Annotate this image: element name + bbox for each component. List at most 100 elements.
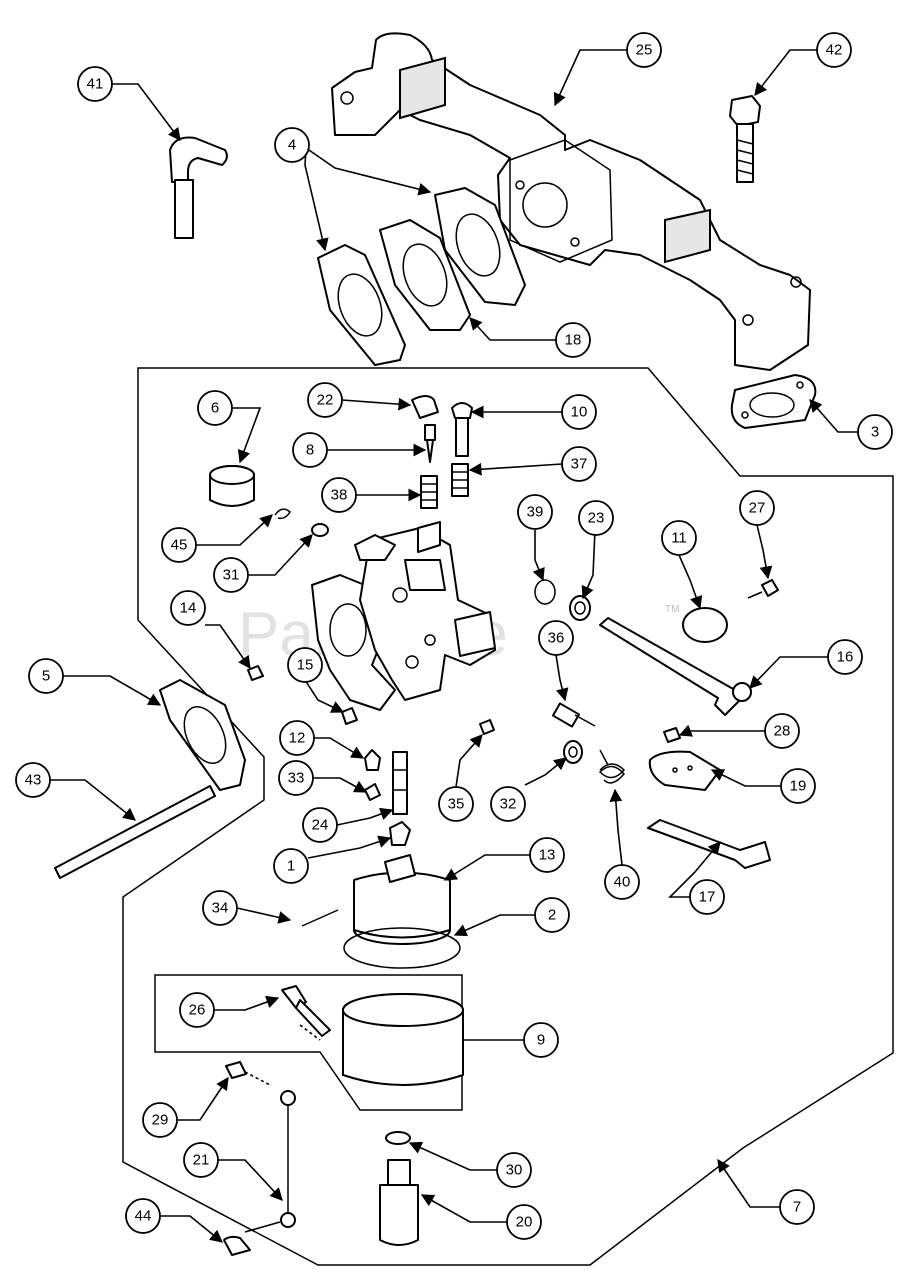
callout-31[interactable]: 31 [213,557,249,593]
filter-element [342,993,464,1086]
callout-17[interactable]: 17 [689,879,725,915]
callout-10[interactable]: 10 [561,394,597,430]
hex-bolt [729,95,761,183]
callout-41[interactable]: 41 [77,66,113,102]
callout-label: 14 [180,600,197,617]
callout-24[interactable]: 24 [302,807,338,843]
callout-39[interactable]: 39 [517,494,553,530]
air-filter-box [154,974,463,1111]
choke-shaft [599,617,752,716]
callout-label: 40 [614,874,631,891]
callout-25[interactable]: 25 [626,32,662,68]
callout-37[interactable]: 37 [561,446,597,482]
idle-screw [424,424,436,463]
callout-44[interactable]: 44 [125,1198,161,1234]
callout-label: 39 [527,504,544,521]
callout-38[interactable]: 38 [321,477,357,513]
washer-31 [311,523,329,537]
callout-28[interactable]: 28 [764,713,800,749]
callout-label: 21 [193,1152,210,1169]
callout-42[interactable]: 42 [816,32,852,68]
callout-label: 37 [571,456,588,473]
callout-16[interactable]: 16 [827,639,863,675]
callout-45[interactable]: 45 [161,527,197,563]
callout-22[interactable]: 22 [307,382,343,418]
callout-15[interactable]: 15 [287,647,323,683]
callout-27[interactable]: 27 [739,490,775,526]
callout-7[interactable]: 7 [779,1189,815,1225]
callout-label: 25 [636,42,653,59]
part-12 [364,749,381,771]
callout-9[interactable]: 9 [523,1022,559,1058]
choke-plate [682,607,728,643]
emulsion-tube [392,751,408,815]
callout-label: 36 [548,630,565,647]
callout-40[interactable]: 40 [604,864,640,900]
callout-12[interactable]: 12 [279,720,315,756]
callout-18[interactable]: 18 [555,322,591,358]
callout-19[interactable]: 19 [780,768,816,804]
callout-21[interactable]: 21 [183,1142,219,1178]
callout-3[interactable]: 3 [857,414,893,450]
bushing-32 [563,740,583,764]
callout-5[interactable]: 5 [28,658,64,694]
callout-23[interactable]: 23 [578,500,614,536]
callout-33[interactable]: 33 [278,760,314,796]
float [353,854,451,945]
throttle-screw [451,402,473,457]
bushing [209,465,255,507]
float-valve-seat [411,395,439,419]
callout-29[interactable]: 29 [142,1102,178,1138]
screw-28 [663,727,681,743]
callout-label: 41 [87,76,104,93]
callout-35[interactable]: 35 [438,786,474,822]
washer-30 [385,1131,411,1145]
callout-30[interactable]: 30 [496,1152,532,1188]
callout-2[interactable]: 2 [534,897,570,933]
callout-11[interactable]: 11 [661,520,697,556]
callout-1[interactable]: 1 [273,848,309,884]
callout-label: 12 [289,730,306,747]
part-15 [341,707,358,725]
mounting-stud [54,785,216,879]
callout-label: 28 [774,723,791,740]
callout-36[interactable]: 36 [538,620,574,656]
callout-label: 3 [871,424,879,441]
callout-label: 4 [288,137,296,154]
callout-label: 18 [565,332,582,349]
carburetor-body [311,521,496,711]
callout-34[interactable]: 34 [202,890,238,926]
link-rod [280,1090,296,1228]
callout-label: 34 [212,900,229,917]
callout-4[interactable]: 4 [274,127,310,163]
callout-6[interactable]: 6 [197,390,233,426]
callout-32[interactable]: 32 [490,786,526,822]
callout-14[interactable]: 14 [170,590,206,626]
callout-20[interactable]: 20 [506,1204,542,1240]
callout-8[interactable]: 8 [292,432,328,468]
screw-27 [747,579,779,599]
clip-45 [274,508,291,520]
callout-label: 35 [448,796,465,813]
leader-lines [50,49,858,1243]
bowl-gasket [343,927,461,969]
callout-label: 27 [749,500,766,517]
callout-label: 2 [548,907,556,924]
carburetor-assembly-outline [122,367,894,1266]
callout-label: 26 [189,1002,206,1019]
callout-label: 23 [588,510,605,527]
manifold-gasket [730,374,817,429]
callout-label: 6 [211,400,219,417]
pin-34 [301,909,339,927]
callout-26[interactable]: 26 [179,992,215,1028]
callout-13[interactable]: 13 [529,837,565,873]
callout-label: 24 [312,817,329,834]
callout-label: 22 [317,392,334,409]
intake-manifold [331,32,811,371]
callout-label: 7 [793,1199,801,1216]
callout-label: 32 [500,796,517,813]
callout-43[interactable]: 43 [15,762,51,798]
callout-label: 13 [539,847,556,864]
callout-label: 19 [790,778,807,795]
spring-40 [598,749,626,784]
